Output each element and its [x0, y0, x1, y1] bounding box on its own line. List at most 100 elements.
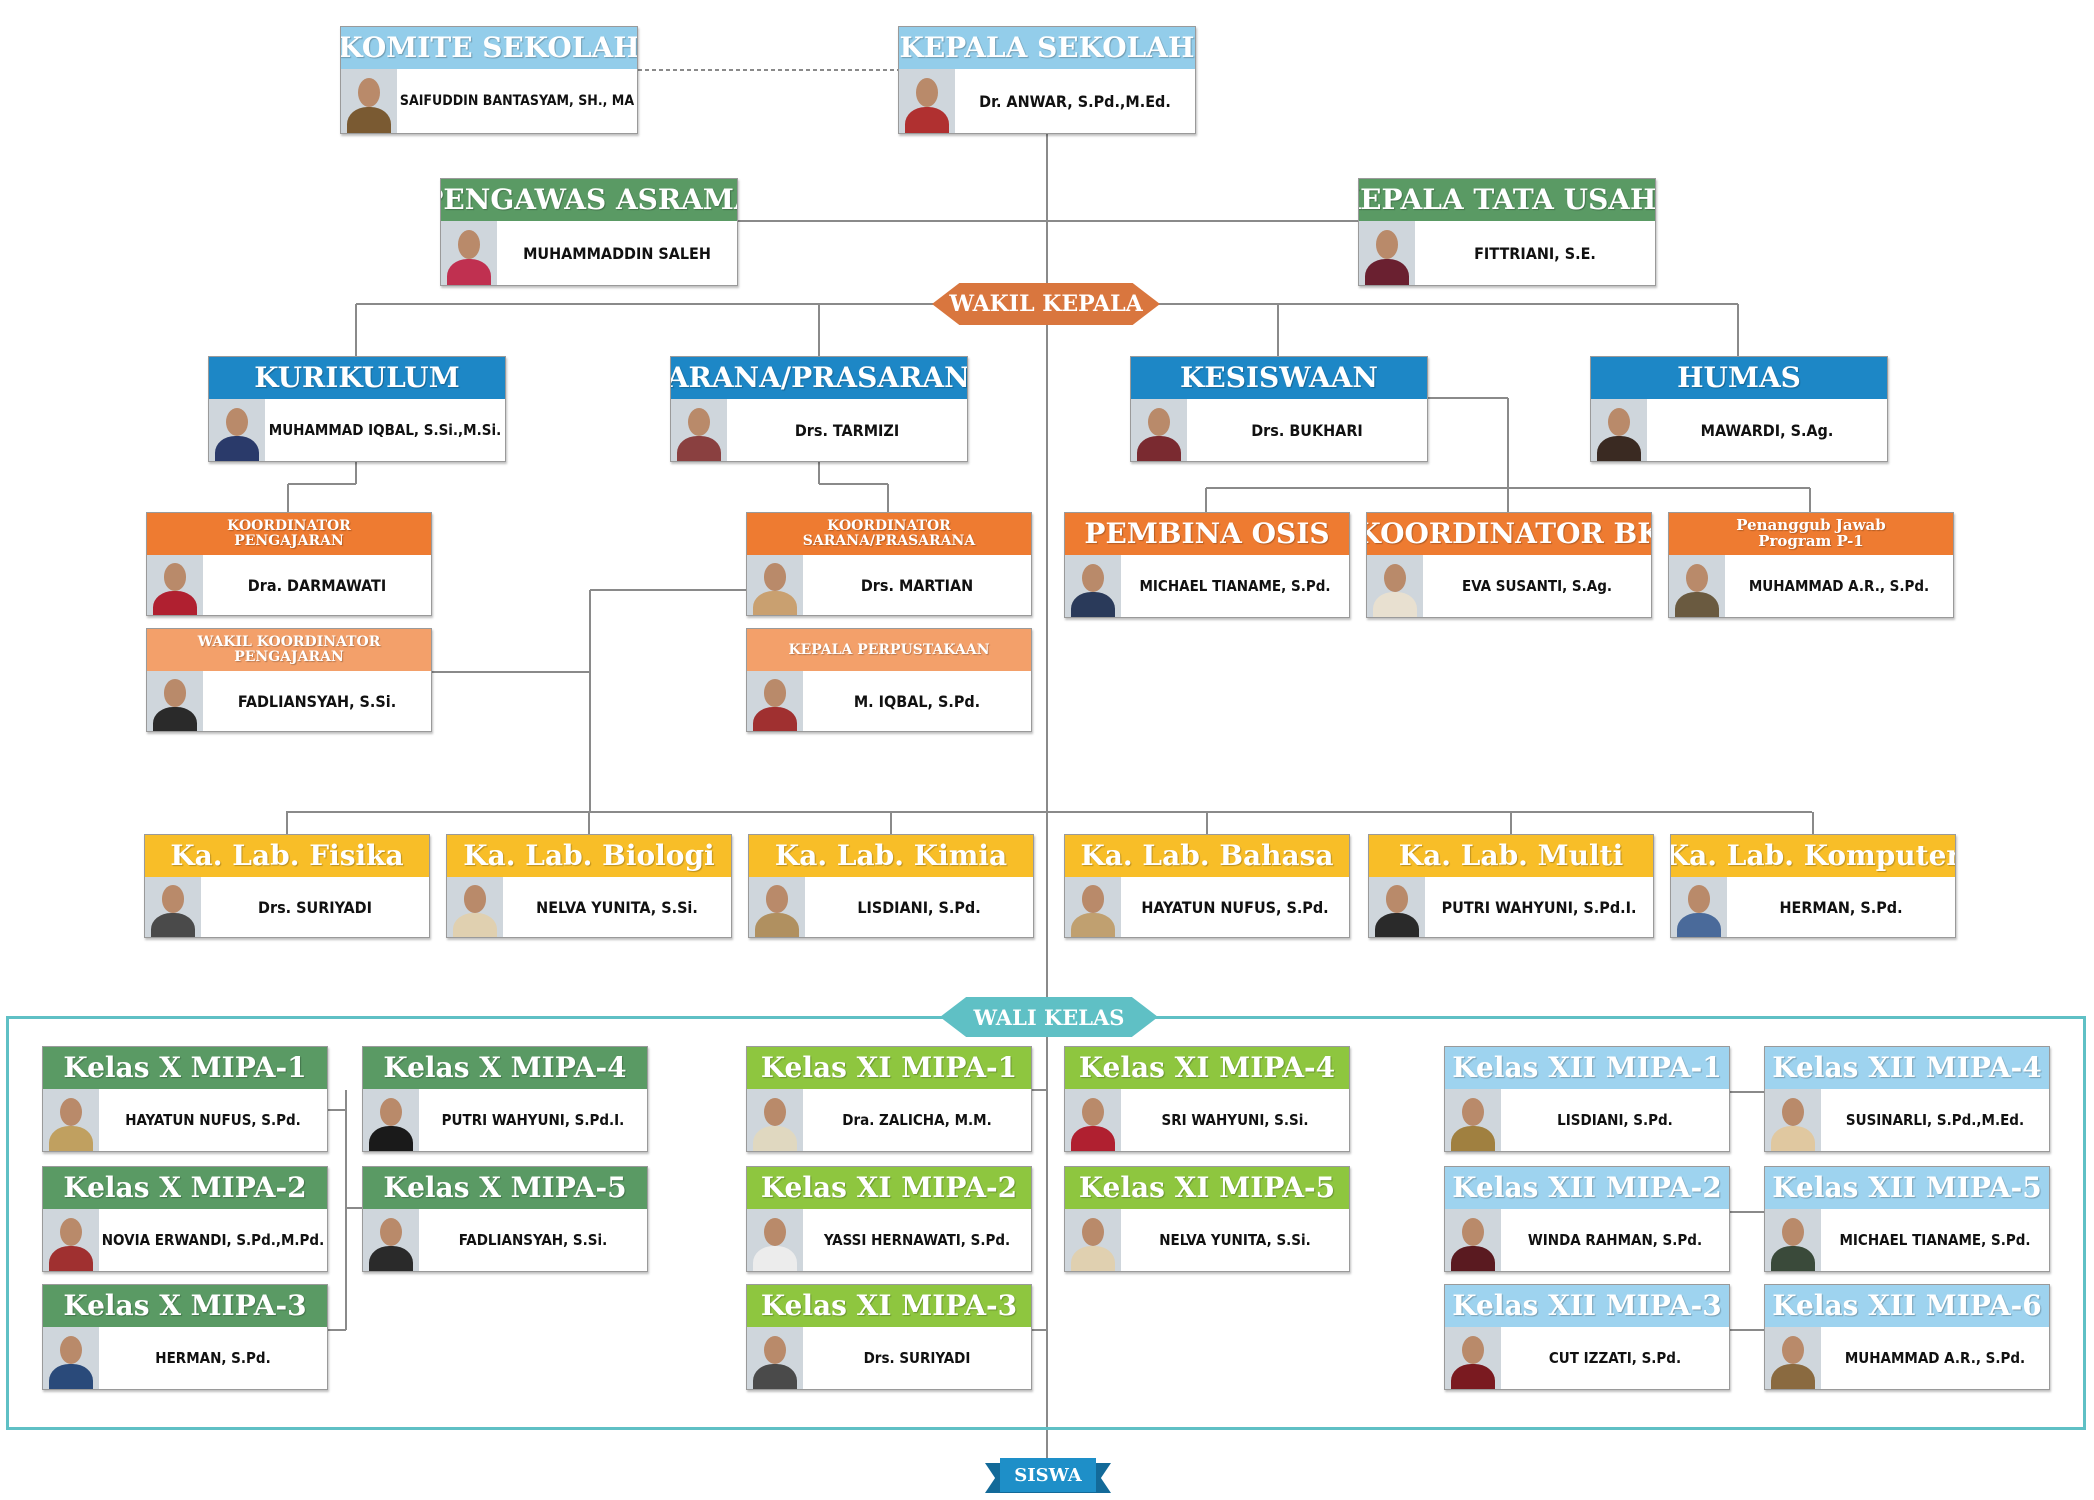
wakil-koordinator-pengajaran-box-title-line1: WAKIL KOORDINATOR: [197, 634, 381, 651]
lab-box-3-name: LISDIANI, S.Pd.: [857, 897, 981, 917]
person-photo-icon: [43, 1327, 99, 1389]
kelas-x-box-2-name: NOVIA ERWANDI, S.Pd.,M.Pd.: [101, 1231, 325, 1249]
person-photo-icon: [1367, 555, 1423, 617]
kelas-xii-box-2-title: Kelas XII MIPA-2: [1445, 1167, 1729, 1209]
p1-box-title-line2: Program P-1: [1758, 532, 1864, 550]
koordinator-sarana-box-name: Drs. MARTIAN: [860, 575, 974, 595]
sarana-prasarana-box-name: Drs. TARMIZI: [794, 420, 900, 440]
kepala-sekolah-box-title: KEPALA SEKOLAH: [899, 27, 1195, 69]
person-photo-icon: [1671, 877, 1727, 937]
pengawas-asrama-box: PENGAWAS ASRAMA MUHAMMADDIN SALEH: [440, 178, 738, 286]
person-photo-icon: [1445, 1089, 1501, 1151]
kepala-tata-usaha-box: KEPALA TATA USAHAFITTRIANI, S.E.: [1358, 178, 1656, 286]
pembina-osis-box-title: PEMBINA OSIS: [1065, 513, 1349, 555]
kelas-xi-box-4-name: SRI WAHYUNI, S.Si.: [1161, 1111, 1309, 1129]
kelas-xi-box-3-name: Drs. SURIYADI: [863, 1349, 971, 1367]
kelas-xii-box-3-name: CUT IZZATI, S.Pd.: [1548, 1349, 1682, 1367]
kelas-xi-box-3-title: Kelas XI MIPA-3: [747, 1285, 1031, 1327]
kelas-xii-box-5-title: Kelas XII MIPA-5: [1765, 1167, 2049, 1209]
komite-sekolah-box: KOMITE SEKOLAH SAIFUDDIN BANTASYAM, SH., …: [340, 26, 638, 134]
kesiswaan-box-name: Drs. BUKHARI: [1251, 420, 1363, 440]
person-photo-icon: [341, 69, 397, 133]
lab-box-5-name: PUTRI WAHYUNI, S.Pd.I.: [1441, 897, 1637, 917]
p1-box-name: MUHAMMAD A.R., S.Pd.: [1748, 577, 1930, 595]
pengawas-asrama-box-title: PENGAWAS ASRAMA: [441, 179, 737, 221]
sarana-prasarana-box: SARANA/PRASARANA Drs. TARMIZI: [670, 356, 968, 462]
person-photo-icon: [1359, 221, 1415, 285]
siswa-label: SISWA: [1000, 1458, 1096, 1492]
kepala-tata-usaha-box-name: FITTRIANI, S.E.: [1474, 243, 1596, 263]
wakil-koordinator-pengajaran-box-title-line2: PENGAJARAN: [234, 649, 344, 665]
person-photo-icon: [147, 671, 203, 731]
person-photo-icon: [671, 399, 727, 461]
person-photo-icon: [1065, 555, 1121, 617]
wali-kelas-frame: [6, 1016, 2086, 1430]
kelas-xii-box-6-name: MUHAMMAD A.R., S.Pd.: [1844, 1349, 2026, 1367]
kelas-xii-box-5-name: MICHAEL TIANAME, S.Pd.: [1839, 1231, 2031, 1249]
kesiswaan-box-title: KESISWAAN: [1131, 357, 1427, 399]
koordinator-pengajaran-box-name: Dra. DARMAWATI: [247, 575, 387, 595]
komite-sekolah-box-name: SAIFUDDIN BANTASYAM, SH., MA: [399, 93, 635, 109]
person-photo-icon: [749, 877, 805, 937]
kelas-xi-box-4-title: Kelas XI MIPA-4: [1065, 1047, 1349, 1089]
person-photo-icon: [441, 221, 497, 285]
kelas-xi-box-2-title: Kelas XI MIPA-2: [747, 1167, 1031, 1209]
person-photo-icon: [209, 399, 265, 461]
lab-box-2-title: Ka. Lab. Biologi: [447, 835, 731, 877]
person-photo-icon: [1445, 1209, 1501, 1271]
person-photo-icon: [1065, 1209, 1121, 1271]
lab-box-2-name: NELVA YUNITA, S.Si.: [536, 897, 698, 917]
person-photo-icon: [43, 1209, 99, 1271]
lab-box-1-name: Drs. SURIYADI: [258, 897, 372, 917]
person-photo-icon: [1669, 555, 1725, 617]
kelas-xii-box-3-title: Kelas XII MIPA-3: [1445, 1285, 1729, 1327]
person-photo-icon: [147, 555, 203, 615]
person-photo-icon: [1765, 1327, 1821, 1389]
komite-sekolah-box-title: KOMITE SEKOLAH: [341, 27, 637, 69]
kelas-xii-box-4-name: SUSINARLI, S.Pd.,M.Ed.: [1845, 1111, 2025, 1129]
kepala-perpustakaan-box-title: KEPALA PERPUSTAKAAN: [747, 629, 1031, 671]
kesiswaan-box: KESISWAAN Drs. BUKHARI: [1130, 356, 1428, 462]
kelas-xi-box-5-title: Kelas XI MIPA-5: [1065, 1167, 1349, 1209]
kelas-x-box-4-title: Kelas X MIPA-4: [363, 1047, 647, 1089]
koordinator-pengajaran-box-title-line1: KOORDINATOR: [227, 518, 351, 535]
kelas-xii-box-1-title: Kelas XII MIPA-1: [1445, 1047, 1729, 1089]
person-photo-icon: [1065, 877, 1121, 937]
kelas-xii-box-1-name: LISDIANI, S.Pd.: [1557, 1111, 1673, 1129]
pengawas-asrama-box-name: MUHAMMADDIN SALEH: [523, 243, 711, 263]
person-photo-icon: [1131, 399, 1187, 461]
kelas-xii-box-4-title: Kelas XII MIPA-4: [1765, 1047, 2049, 1089]
sarana-prasarana-box-title: SARANA/PRASARANA: [671, 357, 967, 399]
kelas-x-box-4-name: PUTRI WAHYUNI, S.Pd.I.: [441, 1111, 625, 1129]
humas-box-name: MAWARDI, S.Ag.: [1700, 420, 1834, 440]
kelas-x-box-3-name: HERMAN, S.Pd.: [155, 1349, 271, 1367]
person-photo-icon: [747, 1089, 803, 1151]
person-photo-icon: [447, 877, 503, 937]
person-photo-icon: [747, 1327, 803, 1389]
person-photo-icon: [1765, 1089, 1821, 1151]
person-photo-icon: [363, 1209, 419, 1271]
